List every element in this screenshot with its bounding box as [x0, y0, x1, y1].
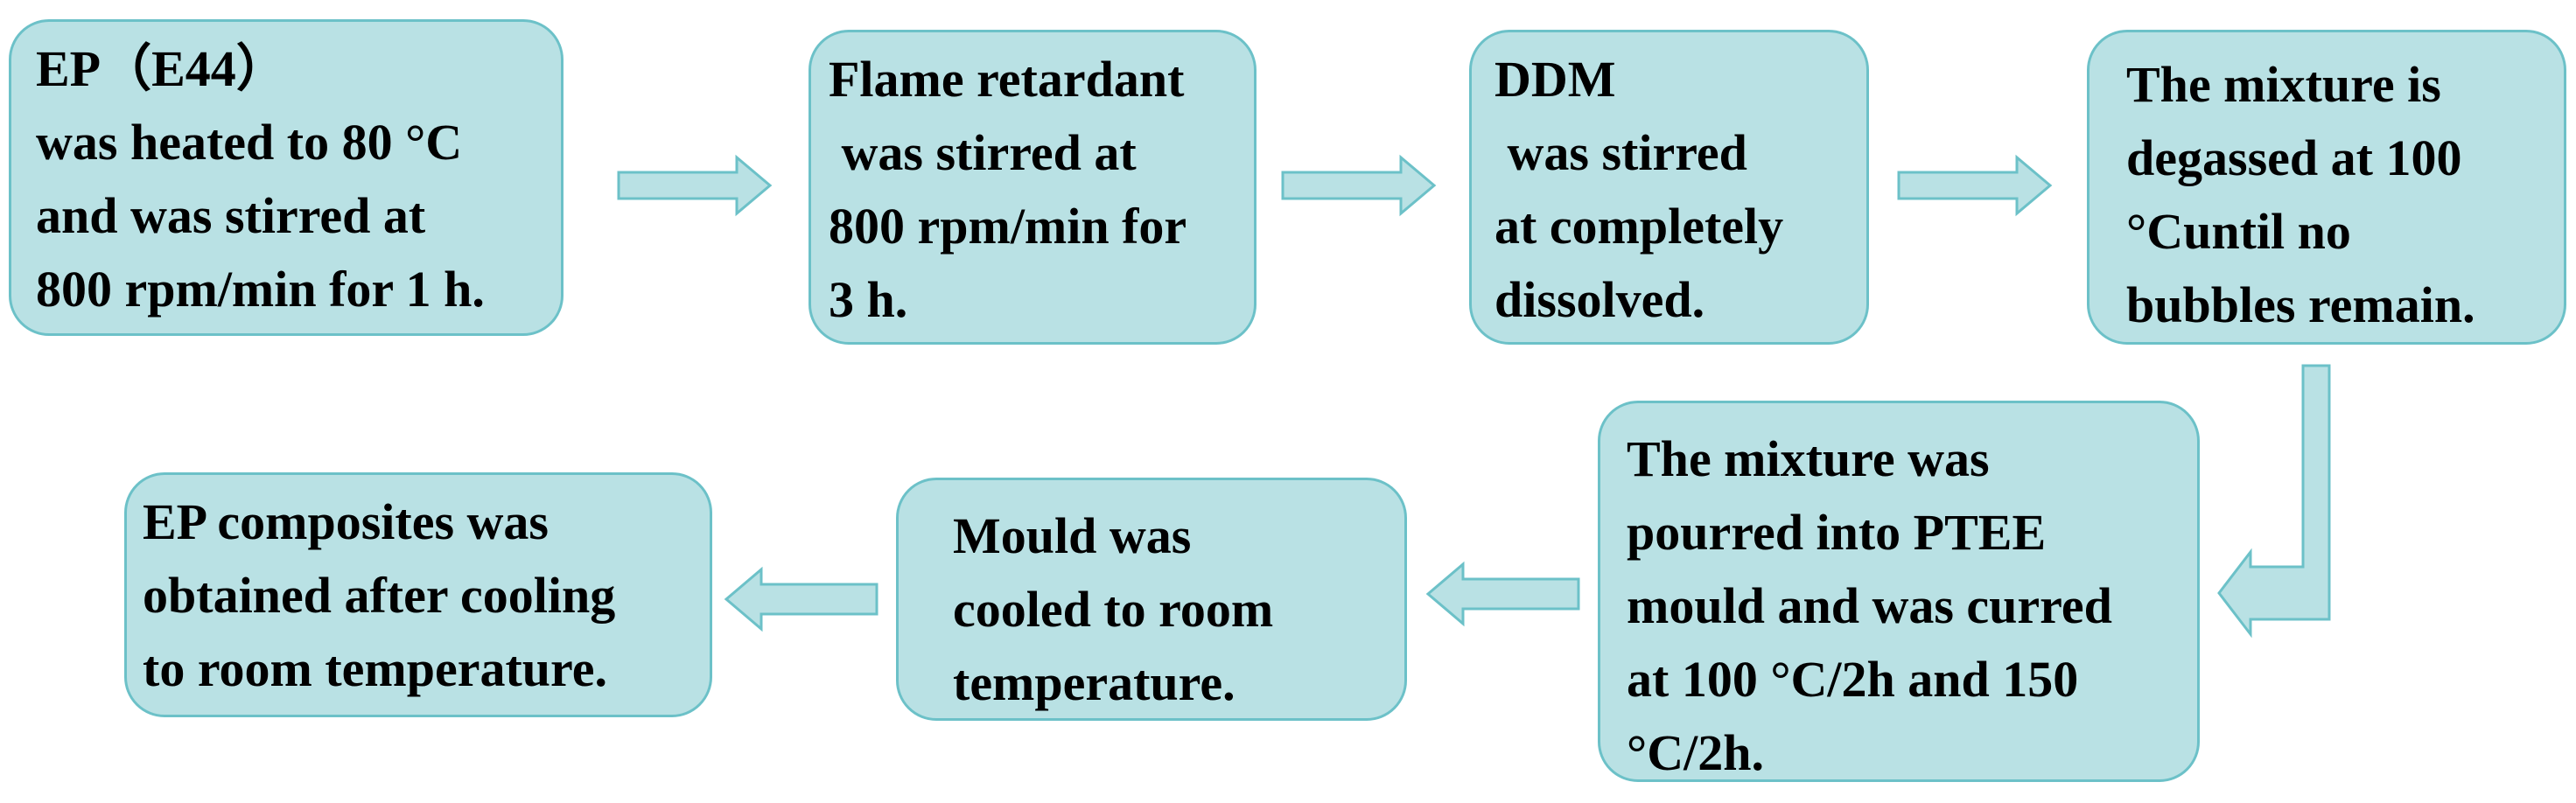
- arrow-step5-to-step6: [1425, 561, 1580, 627]
- arrow-step4-to-step5: [2217, 364, 2331, 639]
- step-2-line-2: was stirred at: [829, 124, 1137, 181]
- step-3-line-1: DDM: [1494, 51, 1616, 108]
- step-7-line-1: EP composites was: [143, 493, 549, 550]
- step-5-line-1: The mixture was: [1627, 430, 1990, 487]
- step-5-line-5: °C/2h.: [1627, 724, 1764, 781]
- step-4-line-1: The mixture is: [2126, 56, 2441, 113]
- step-2-line-1: Flame retardant: [829, 51, 1185, 108]
- step-3-line-3: at completely: [1494, 198, 1784, 255]
- step-4-line-3: °Cuntil no: [2126, 203, 2351, 260]
- arrow-step2-to-step3: [1281, 154, 1437, 217]
- arrow-step6-to-step7: [724, 566, 878, 632]
- step-3-line-2: was stirred: [1494, 124, 1747, 181]
- step-2-line-3: 800 rpm/min for: [829, 198, 1187, 255]
- step-7-line-2: obtained after cooling: [143, 567, 616, 624]
- step-box-1: EP（E44） was heated to 80 °C and was stir…: [9, 19, 564, 336]
- step-box-4: The mixture is degassed at 100 °Cuntil n…: [2087, 30, 2566, 345]
- step-5-line-2: pourred into PTEE: [1627, 504, 2047, 561]
- step-4-line-4: bubbles remain.: [2126, 276, 2475, 333]
- step-4-line-2: degassed at 100: [2126, 129, 2462, 186]
- step-box-2: Flame retardant was stirred at 800 rpm/m…: [808, 30, 1256, 345]
- step-box-7: EP composites was obtained after cooling…: [124, 472, 712, 717]
- step-6-line-1: Mould was: [953, 507, 1192, 564]
- step-3-line-4: dissolved.: [1494, 271, 1705, 328]
- arrow-step1-to-step2: [617, 154, 773, 217]
- step-box-5: The mixture was pourred into PTEE mould …: [1598, 401, 2200, 782]
- step-1-line-2: was heated to 80 °C: [36, 114, 463, 171]
- step-1-line-3: and was stirred at: [36, 187, 426, 244]
- step-box-6: Mould was cooled to room temperature.: [896, 478, 1407, 721]
- step-1-line-1: EP（E44）: [36, 40, 287, 97]
- step-box-3: DDM was stirred at completely dissolved.: [1469, 30, 1869, 345]
- step-2-line-4: 3 h.: [829, 271, 908, 328]
- step-7-line-3: to room temperature.: [143, 640, 607, 697]
- arrow-step3-to-step4: [1897, 154, 2053, 217]
- step-5-line-3: mould and was curred: [1627, 577, 2112, 634]
- step-6-line-2: cooled to room: [953, 581, 1274, 638]
- step-5-line-4: at 100 °C/2h and 150: [1627, 651, 2079, 708]
- step-1-line-4: 800 rpm/min for 1 h.: [36, 261, 485, 318]
- step-6-line-3: temperature.: [953, 654, 1236, 711]
